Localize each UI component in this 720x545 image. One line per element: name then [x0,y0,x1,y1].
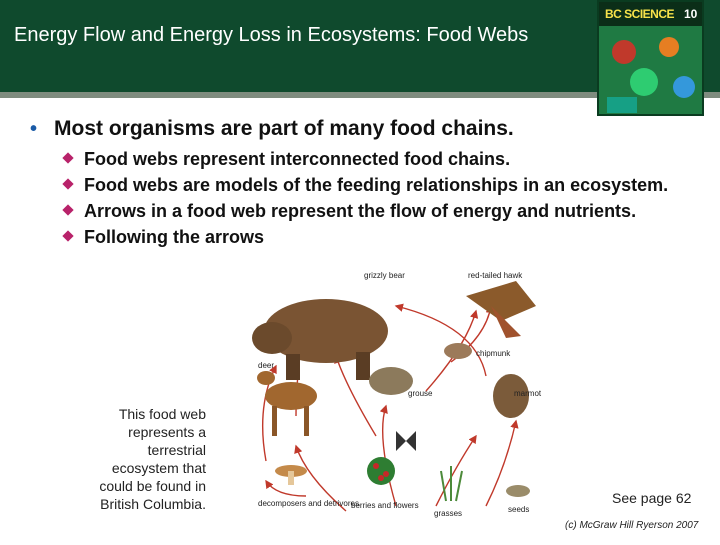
sub-bullet: Food webs represent interconnected food … [30,148,670,170]
label-grizzly-bear: grizzly bear [364,271,405,280]
sub-bullet: Food webs are models of the feeding rela… [30,174,670,196]
berries-figure [367,457,395,485]
grasses-figure [440,466,463,502]
sub-bullet-text: Following the arrows [84,227,265,247]
cover-title: BC SCIENCE [605,7,675,21]
decomposers-figure [275,465,307,485]
sub-bullet-text: Food webs are models of the feeding rela… [84,175,669,195]
label-hawk: red-tailed hawk [468,271,523,280]
label-grasses: grasses [434,509,462,518]
arrow [294,444,347,512]
label-grouse: grouse [408,389,433,398]
bullet-dot-icon: • [30,118,38,140]
bullet-list: • Most organisms are part of many food c… [30,116,670,248]
food-web-illustration: grizzly bear red-tailed hawk chipmunk de… [252,271,542,518]
cover-banner [599,2,702,26]
arrow [265,479,307,497]
arrow [485,419,519,507]
chipmunk-figure [444,343,472,359]
arrow [394,303,487,377]
label-decomposers: decomposers and detrivores [258,499,359,508]
seeds-figure [506,485,530,497]
title-bar-divider [0,92,720,98]
arrow [435,434,477,507]
grouse-figure [369,367,413,395]
cover-artwork [607,37,695,113]
diamond-bullet-icon [62,178,74,190]
butterfly-figure [396,431,416,451]
sub-bullet: Arrows in a food web represent the flow … [30,200,670,222]
figure-caption: This food web represents a terrestrial e… [99,406,206,512]
main-bullet: • Most organisms are part of many food c… [30,116,670,142]
diamond-bullet-icon [62,230,74,242]
label-chipmunk: chipmunk [476,349,511,358]
arrow [379,404,397,507]
food-web-diagram: grizzly bear red-tailed hawk chipmunk de… [236,266,560,540]
sub-bullet: Following the arrows [30,226,670,248]
sub-bullet-text: Food webs represent interconnected food … [84,149,511,169]
label-marmot: marmot [514,389,542,398]
label-berries: berries and flowers [351,501,419,510]
diamond-bullet-icon [62,204,74,216]
slide-title: Energy Flow and Energy Loss in Ecosystem… [14,24,529,46]
copyright-notice: (c) McGraw Hill Ryerson 2007 [565,520,699,531]
label-seeds: seeds [508,505,529,514]
sub-bullet-text: Arrows in a food web represent the flow … [84,201,637,221]
diamond-bullet-icon [62,152,74,164]
grizzly-bear-figure [252,299,388,380]
marmot-figure [493,374,529,418]
deer-figure [257,371,317,436]
label-deer: deer [258,361,274,370]
hawk-figure [466,281,536,338]
cover-grade-badge: 10 [684,7,698,21]
page-reference: See page 62 [612,490,692,506]
textbook-cover-image: BC SCIENCE 10 [597,0,704,116]
main-bullet-text: Most organisms are part of many food cha… [54,117,514,140]
